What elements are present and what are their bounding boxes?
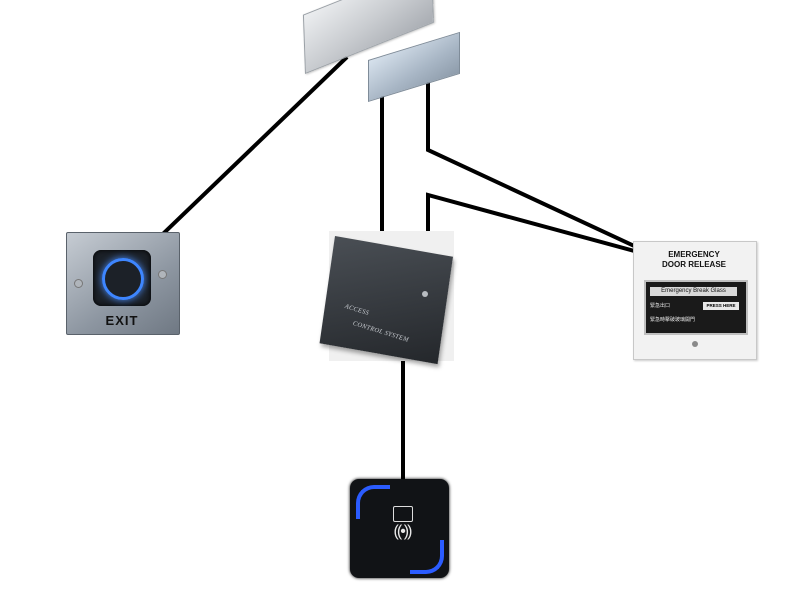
wire-armature-to-emergency bbox=[426, 58, 661, 260]
signal-arc-icon bbox=[356, 485, 390, 519]
screw-icon bbox=[692, 341, 698, 347]
screw-icon bbox=[158, 270, 167, 279]
keyhole-icon bbox=[422, 291, 428, 297]
screw-icon bbox=[74, 279, 83, 288]
emergency-chars-row2: 緊急時擊破玻璃開門 bbox=[650, 317, 696, 323]
rfid-waves-icon: ((•)) bbox=[393, 523, 413, 540]
signal-arc-icon bbox=[410, 540, 444, 574]
exit-label: EXIT bbox=[105, 313, 139, 328]
wire-controller-to-emergency bbox=[426, 192, 661, 260]
access-control-box bbox=[319, 236, 453, 365]
emergency-subtitle: Emergency Break Glass bbox=[650, 287, 737, 296]
press-here-label: PRESS HERE bbox=[703, 302, 739, 310]
card-tap-icon bbox=[393, 506, 413, 522]
exit-ring-icon bbox=[102, 258, 144, 300]
emergency-title: EMERGENCY DOOR RELEASE bbox=[633, 250, 755, 270]
emergency-title-line2: DOOR RELEASE bbox=[661, 260, 726, 269]
emergency-chars-row1: 緊急出口 bbox=[650, 303, 671, 309]
emergency-title-line1: EMERGENCY bbox=[668, 250, 720, 259]
